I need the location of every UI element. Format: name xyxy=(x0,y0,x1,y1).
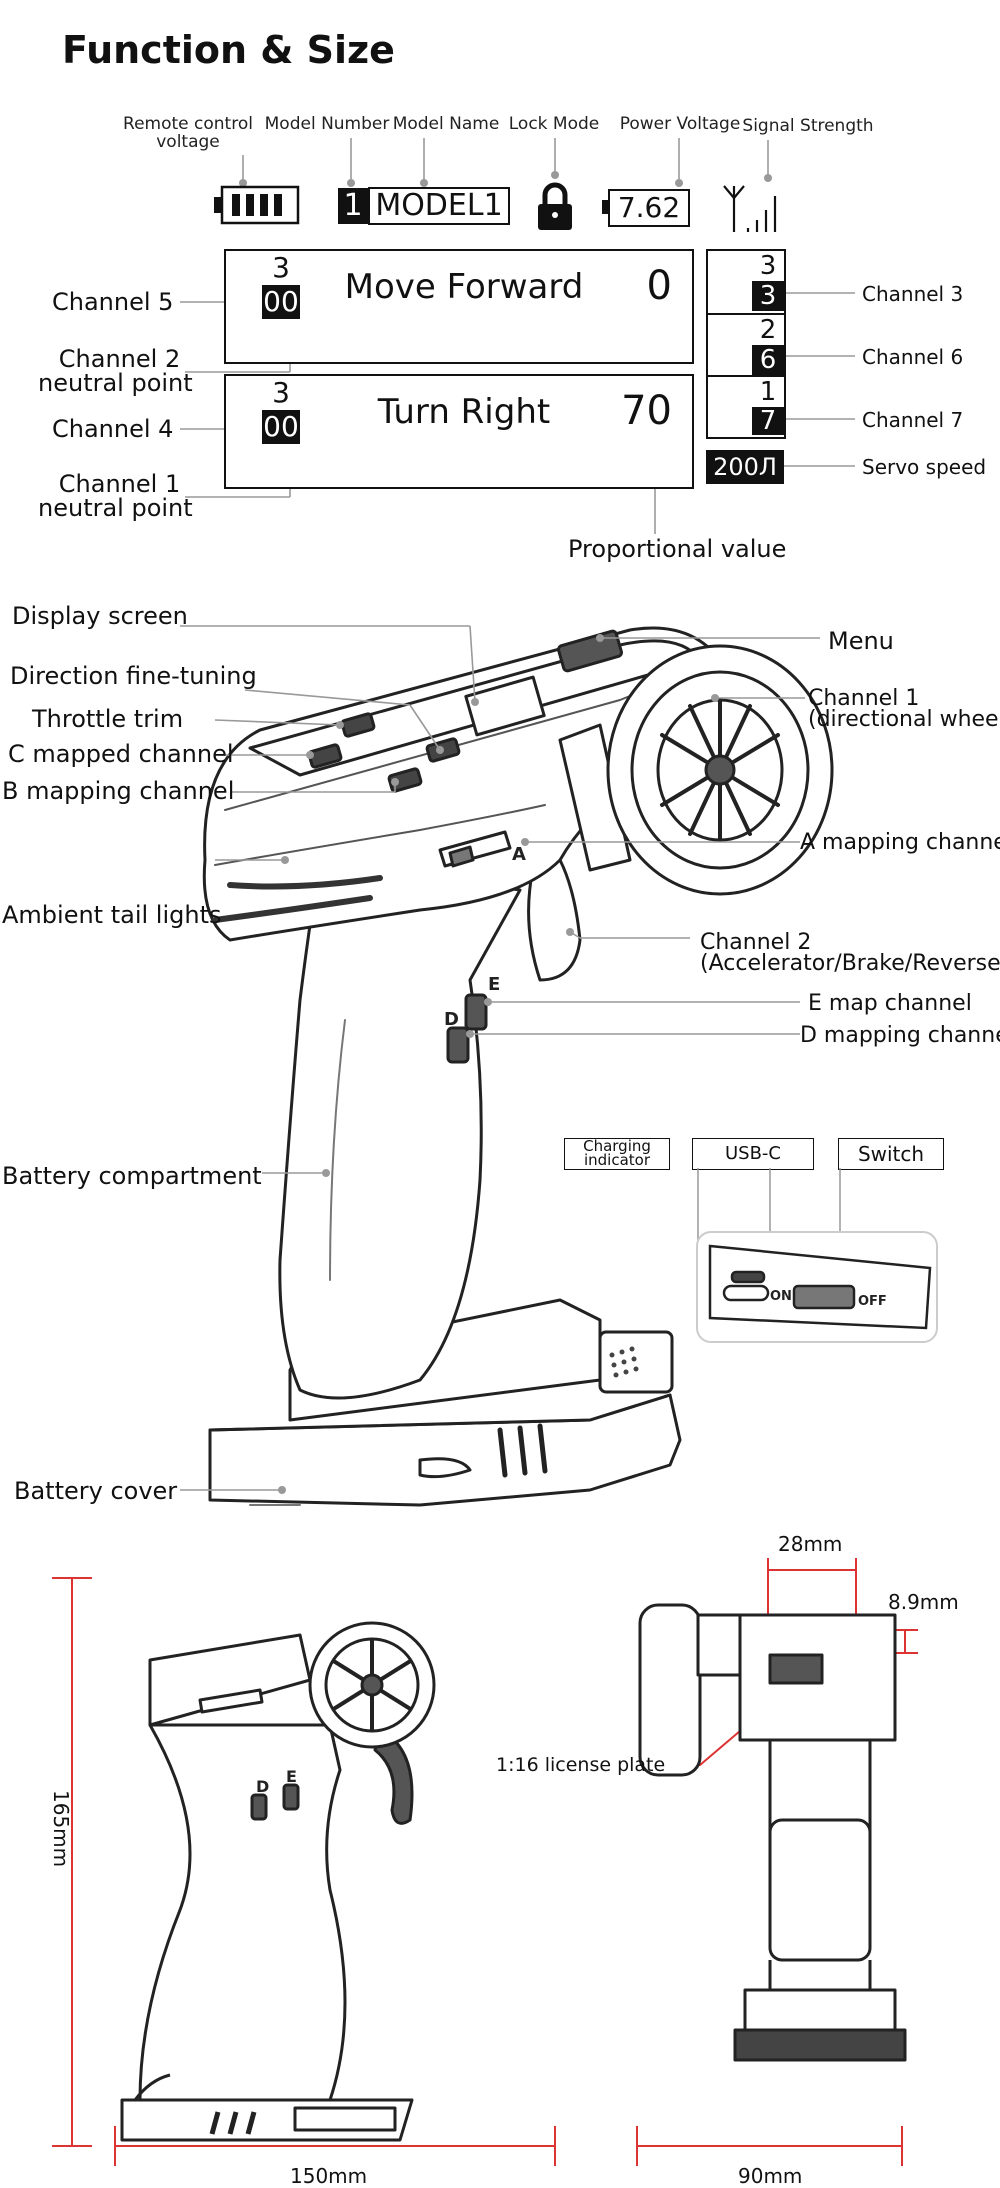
label-proportional-value: Proportional value xyxy=(568,535,787,563)
channel4-bottom-value: 00 xyxy=(262,410,300,444)
channel5-bottom-value: 00 xyxy=(262,285,300,319)
label-ambient-tail-lights: Ambient tail lights xyxy=(2,901,222,929)
row1-text: Move Forward xyxy=(344,267,584,307)
dim-mark-d: D xyxy=(256,1777,269,1796)
row2-value: 70 xyxy=(621,388,672,434)
dim-license-plate: 1:16 license plate xyxy=(496,1754,666,1776)
label-channel2-line2: neutral point xyxy=(38,369,193,397)
label-e-map-channel: E map channel xyxy=(808,991,972,1016)
label-channel2-line1: Channel 2 xyxy=(58,345,181,373)
mark-e: E xyxy=(488,974,500,995)
label-usbc: USB-C xyxy=(692,1138,814,1170)
channel6-bottom: 6 xyxy=(752,345,784,375)
inset-off-label: OFF xyxy=(858,1294,887,1309)
inset-on-label: ON xyxy=(770,1289,792,1304)
label-d-mapping-channel: D mapping channel xyxy=(800,1023,1000,1048)
row1-value: 0 xyxy=(646,263,672,309)
dimension-drawings: D E xyxy=(52,1558,918,2166)
label-channel2-trigger-line2: (Accelerator/Brake/Reverse) xyxy=(700,951,1000,976)
model-name-value: MODEL1 xyxy=(368,187,510,225)
channel3-bottom: 3 xyxy=(752,281,784,311)
mark-a: A xyxy=(512,844,526,865)
label-display-screen: Display screen xyxy=(12,602,188,630)
label-model-name: Model Name xyxy=(392,114,500,134)
controller-drawing: E D A xyxy=(180,625,834,1507)
inset-port-detail: ON OFF xyxy=(696,1168,938,1343)
label-c-mapped-channel: C mapped channel xyxy=(8,740,234,768)
dim-top-width: 28mm xyxy=(778,1532,843,1556)
channel4-top-value: 3 xyxy=(272,376,290,409)
screen-row-2: 3 00 Turn Right 70 xyxy=(224,374,694,489)
page-title: Function & Size xyxy=(62,28,395,72)
label-channel5: Channel 5 xyxy=(52,288,174,316)
servo-speed-value: 200Л xyxy=(706,450,784,484)
dim-offset: 8.9mm xyxy=(888,1590,959,1614)
label-channel3: Channel 3 xyxy=(862,282,964,306)
channel5-top-value: 3 xyxy=(272,251,290,284)
label-channel1-line2: neutral point xyxy=(38,494,193,522)
label-a-mapping-channel: A mapping channel xyxy=(800,830,1000,855)
label-channel4: Channel 4 xyxy=(52,415,174,443)
screen-row-1: 3 00 Move Forward 0 xyxy=(224,249,694,364)
label-b-mapping-channel: B mapping channel xyxy=(2,777,235,805)
label-remote-voltage: Remote control voltage xyxy=(123,114,253,152)
label-model-number: Model Number xyxy=(264,114,390,134)
battery-icon xyxy=(214,185,300,225)
label-channel1-wheel-line2: (directional wheel) xyxy=(808,707,1000,732)
label-lock-mode: Lock Mode xyxy=(508,114,600,134)
label-menu: Menu xyxy=(828,627,894,655)
power-battery-icon xyxy=(602,200,608,214)
label-servo-speed: Servo speed xyxy=(862,455,987,479)
label-switch: Switch xyxy=(838,1138,944,1170)
label-battery-cover: Battery cover xyxy=(14,1477,178,1505)
label-channel6: Channel 6 xyxy=(862,345,964,369)
label-direction-fine-tuning: Direction fine-tuning xyxy=(10,662,257,690)
label-channel2-trigger-line1: Channel 2 xyxy=(700,930,812,955)
row2-text: Turn Right xyxy=(377,392,551,432)
channel3-top: 3 xyxy=(759,251,777,281)
label-battery-compartment: Battery compartment xyxy=(2,1162,262,1190)
dim-depth: 90mm xyxy=(738,2164,803,2188)
label-charging-line1: Charging xyxy=(583,1137,651,1155)
mark-d: D xyxy=(444,1009,459,1030)
label-throttle-trim: Throttle trim xyxy=(32,705,184,733)
power-voltage-value: 7.62 xyxy=(608,189,690,227)
lock-icon xyxy=(538,182,572,230)
label-power-voltage: Power Voltage xyxy=(619,114,741,134)
signal-strength-icon xyxy=(723,185,777,232)
dim-height: 165mm xyxy=(49,1790,73,1868)
label-channel1-wheel-line1: Channel 1 xyxy=(808,686,920,711)
model-number-value: 1 xyxy=(338,188,368,224)
channel7-bottom: 7 xyxy=(752,407,784,435)
channel6-top: 2 xyxy=(759,315,777,345)
dim-width: 150mm xyxy=(290,2164,368,2188)
label-channel7: Channel 7 xyxy=(862,408,964,432)
screen-right-column: 3 3 2 6 1 7 xyxy=(706,249,786,439)
label-charging-line2: indicator xyxy=(583,1151,651,1169)
inset-charging-box: Charging indicator xyxy=(564,1138,670,1170)
dim-mark-e: E xyxy=(286,1767,297,1786)
channel7-top: 1 xyxy=(759,377,777,407)
label-channel1-line1: Channel 1 xyxy=(58,470,181,498)
label-signal-strength: Signal Strength xyxy=(742,116,874,136)
